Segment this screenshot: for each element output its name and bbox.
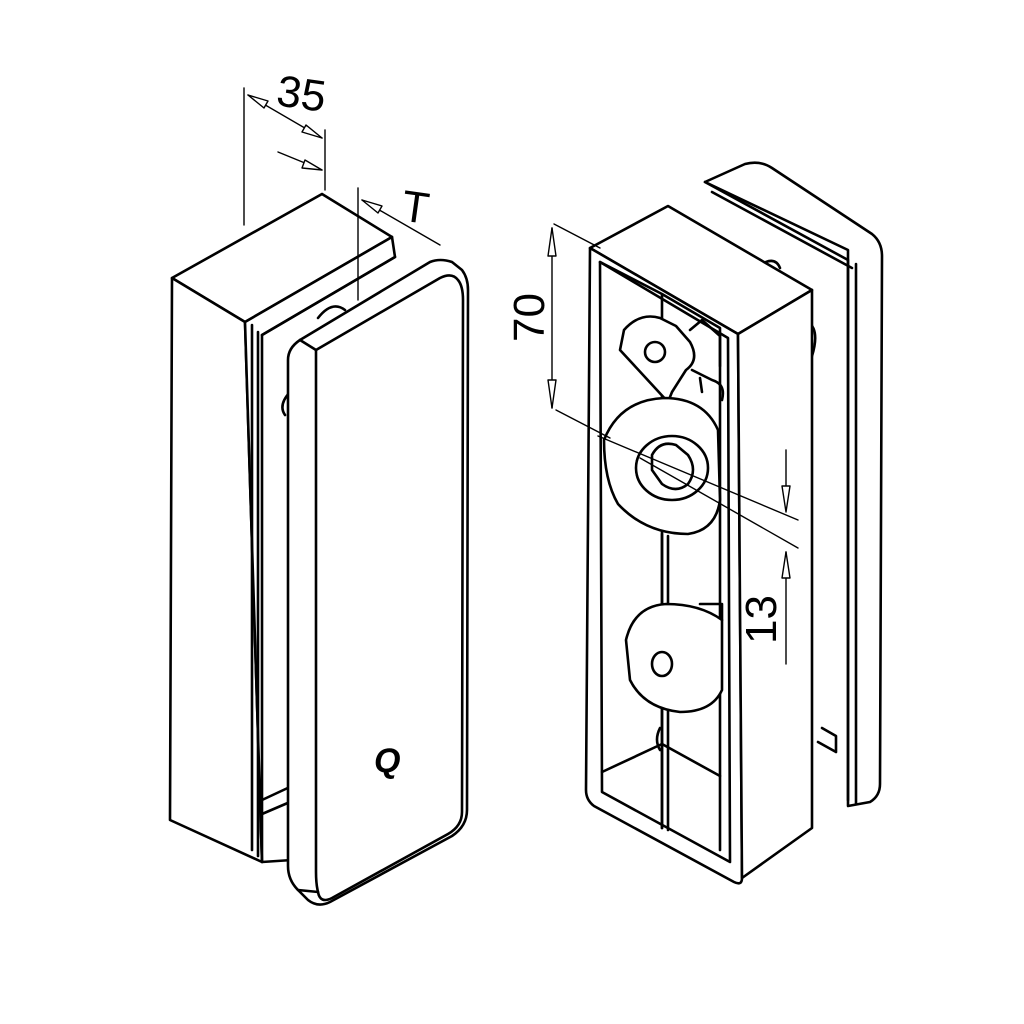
dim-13-arrow-top [781, 485, 791, 513]
left-cover-face [314, 274, 465, 902]
brand-mark: Q [374, 742, 400, 780]
left-cover-edge [296, 338, 320, 894]
right-body-side [736, 288, 814, 880]
dimension-35: 35 [243, 67, 329, 226]
right-clip-arm [688, 318, 725, 402]
dim-70-label: 70 [505, 293, 554, 342]
right-small-hole [650, 650, 674, 678]
dim-70-arrow-bottom [547, 379, 557, 409]
right-clip-hole [643, 340, 667, 364]
right-spine [660, 532, 670, 832]
right-back-plate [703, 161, 884, 808]
dim-35-arrow-right [301, 124, 323, 139]
dim-13-arrow-bottom [781, 551, 791, 579]
dimension-13: 13 [597, 435, 799, 665]
dim-13-label: 13 [737, 595, 786, 644]
dim-35-label: 35 [274, 67, 329, 122]
right-insert-glimpse [764, 259, 838, 754]
right-clamp-view: 70 13 [505, 161, 884, 885]
right-ring-slot [650, 442, 695, 491]
dim-T-arrow-left [301, 159, 323, 171]
dim-70-arrow-top [547, 227, 557, 257]
right-small-boss [624, 602, 724, 714]
dim-35-arrow-left [247, 94, 269, 109]
dim-T-label: T [399, 182, 432, 234]
left-clamp-view: Q 35 T [168, 67, 470, 906]
right-back-plate-edge [703, 180, 858, 806]
right-small-boss-side [698, 602, 724, 622]
left-channel-edge [250, 255, 397, 858]
right-lower-channel [600, 726, 722, 778]
dim-T-arrow-right [361, 199, 383, 214]
dimension-70: 70 [505, 223, 611, 439]
